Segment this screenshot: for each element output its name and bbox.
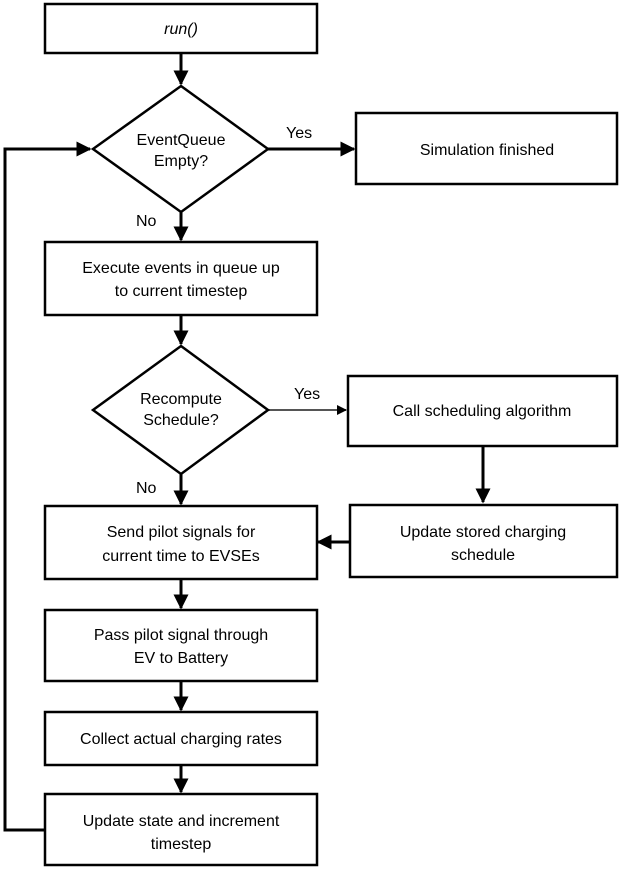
node-pass-pilot-box	[43, 608, 319, 683]
node-send-pilot: Send pilot signals for current time to E…	[43, 504, 319, 581]
node-update-stored-line1: Update stored charging	[400, 524, 566, 541]
node-execute-events-line2: to current timestep	[115, 283, 248, 300]
node-send-pilot-line2: current time to EVSEs	[102, 548, 259, 565]
node-update-stored-line2: schedule	[451, 547, 515, 564]
node-recompute-schedule-diamond	[90, 344, 271, 476]
node-call-scheduling-label: Call scheduling algorithm	[393, 403, 572, 420]
node-queue-empty-diamond	[90, 84, 271, 214]
node-call-scheduling-box	[346, 374, 619, 448]
node-collect-rates-label: Collect actual charging rates	[80, 731, 282, 748]
node-call-scheduling: Call scheduling algorithm	[346, 374, 619, 448]
edge-label-queue-no: No	[136, 213, 157, 230]
edge-label-recompute-yes: Yes	[294, 386, 320, 403]
node-run-label: run()	[164, 21, 198, 38]
node-pass-pilot-line1: Pass pilot signal through	[94, 627, 268, 644]
node-update-state-box	[43, 792, 319, 867]
node-simulation-finished-label: Simulation finished	[420, 142, 554, 159]
node-queue-empty-line2: Empty?	[154, 153, 208, 170]
node-pass-pilot-line2: EV to Battery	[134, 650, 228, 667]
edge-label-queue-yes: Yes	[286, 125, 312, 142]
node-update-state-line1: Update state and increment	[83, 813, 280, 830]
node-recompute-schedule: Recompute Schedule?	[90, 344, 271, 476]
node-run-box	[43, 2, 319, 55]
node-execute-events: Execute events in queue up to current ti…	[43, 240, 319, 317]
node-recompute-schedule-line2: Schedule?	[143, 412, 219, 429]
node-simulation-finished-box	[354, 111, 619, 186]
node-update-stored: Update stored charging schedule	[348, 503, 619, 579]
node-execute-events-line1: Execute events in queue up	[82, 260, 280, 277]
node-pass-pilot: Pass pilot signal through EV to Battery	[43, 608, 319, 683]
node-simulation-finished: Simulation finished	[354, 111, 619, 186]
edge-label-recompute-no: No	[136, 480, 157, 497]
node-update-stored-box	[348, 503, 619, 579]
edge-loop-back-to-queue-check	[3, 141, 92, 832]
node-update-state-line2: timestep	[151, 836, 212, 853]
node-queue-empty: EventQueue Empty?	[90, 84, 271, 214]
node-recompute-schedule-line1: Recompute	[140, 391, 222, 408]
node-send-pilot-line1: Send pilot signals for	[107, 524, 256, 541]
node-update-state: Update state and increment timestep	[43, 792, 319, 867]
node-execute-events-box	[43, 240, 319, 317]
node-run: run()	[43, 2, 319, 55]
node-send-pilot-box	[43, 504, 319, 581]
edges	[3, 54, 491, 832]
node-collect-rates-box	[43, 710, 319, 767]
node-queue-empty-line1: EventQueue	[137, 132, 226, 149]
node-collect-rates: Collect actual charging rates	[43, 710, 319, 767]
